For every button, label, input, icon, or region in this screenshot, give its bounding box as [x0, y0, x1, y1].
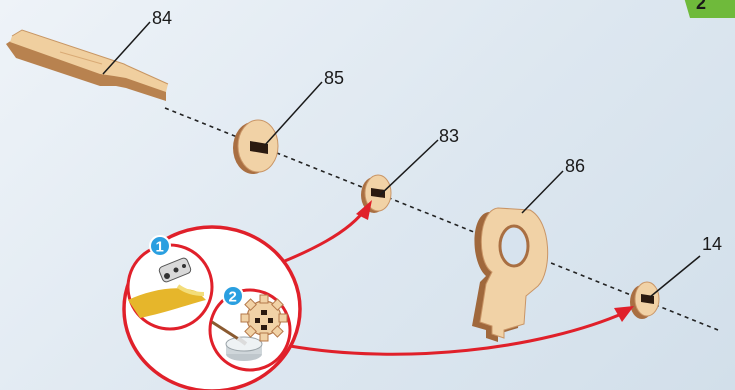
glue-tube-icon [158, 257, 205, 296]
gear-icon [240, 294, 288, 342]
part-86-crank [472, 207, 549, 342]
badge-2-text: 2 [229, 289, 237, 306]
part-85-disc [233, 119, 279, 174]
step-number: 2 [696, 0, 706, 13]
label-part-14: 14 [702, 234, 722, 254]
badge-1: 1 [149, 235, 171, 257]
arrow-to-part-14 [289, 310, 627, 356]
badge-1-text: 1 [156, 239, 164, 256]
part-14-disc [630, 281, 660, 319]
step-tag: 2 [684, 0, 735, 18]
red-arrows [261, 200, 634, 356]
badge-2: 2 [222, 285, 244, 307]
callout-step-2 [208, 288, 292, 372]
glue-callout: 1 2 [122, 225, 302, 390]
callout-step-1 [126, 243, 214, 331]
label-part-85: 85 [324, 68, 344, 88]
part-84-shaft [6, 29, 169, 101]
leader-lines [102, 21, 701, 298]
label-part-83: 83 [439, 126, 459, 146]
label-part-84: 84 [152, 8, 172, 28]
label-part-86: 86 [565, 156, 585, 176]
brush-icon [211, 320, 248, 346]
